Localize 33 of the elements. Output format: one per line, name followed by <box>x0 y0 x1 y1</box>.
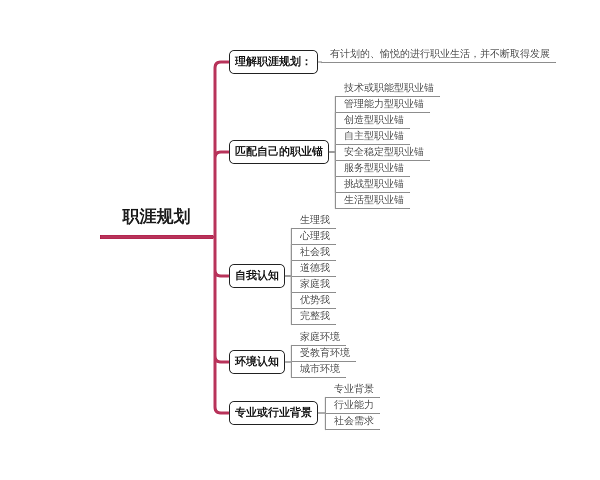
leaf-topic: 服务型职业锚 <box>336 161 410 177</box>
branch-line <box>285 275 292 326</box>
leaf-topic: 道德我 <box>292 261 336 277</box>
leaf-topic: 管理能力型职业锚 <box>336 97 430 113</box>
leaf-topic: 创造型职业锚 <box>336 113 410 129</box>
central-topic: 职涯规划 <box>100 205 213 239</box>
leaf-topic: 自主型职业锚 <box>336 129 410 145</box>
leaf-topic: 安全稳定型职业锚 <box>336 145 430 161</box>
leaf-topic: 完整我 <box>292 309 336 325</box>
leaf-topic: 挑战型职业锚 <box>336 177 410 193</box>
leaf-topic: 专业背景 <box>326 382 380 398</box>
branch-line <box>318 412 326 430</box>
leaf-topic: 家庭我 <box>292 277 336 293</box>
branch-line <box>285 361 292 378</box>
leaf-topic: 生活型职业锚 <box>336 193 410 209</box>
leaf-topic: 优势我 <box>292 293 336 309</box>
branch-box: 环境认知 <box>229 350 285 374</box>
leaf-topic: 家庭环境 <box>292 330 346 346</box>
branch-line <box>329 151 336 210</box>
leaf-topic: 社会我 <box>292 245 336 261</box>
leaf-topic: 受教育环境 <box>292 346 356 362</box>
branch-line <box>213 150 229 238</box>
leaf-topic: 技术或职能型职业锚 <box>336 81 440 97</box>
leaf-topic: 城市环境 <box>292 362 346 378</box>
leaf-topic: 行业能力 <box>326 398 380 414</box>
leaf-topic: 生理我 <box>292 213 336 229</box>
leaf-topic: 心理我 <box>292 229 336 245</box>
leaf-topic: 社会需求 <box>326 414 380 430</box>
branch-box: 专业或行业背景 <box>229 401 318 425</box>
branch-box: 自我认知 <box>229 264 285 288</box>
branch-box: 匹配自己的职业锚 <box>229 140 329 164</box>
leaf-topic: 有计划的、愉悦的进行职业生活，并不断取得发展 <box>322 47 556 63</box>
branch-box: 理解职涯规划： <box>229 50 318 74</box>
